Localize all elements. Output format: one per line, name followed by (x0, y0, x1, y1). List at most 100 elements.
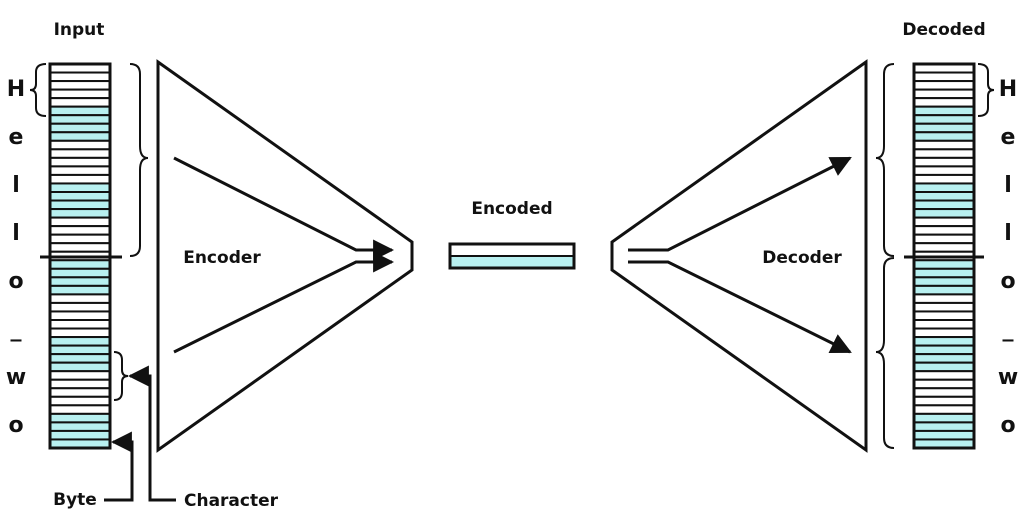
byte-cell (49, 191, 111, 202)
byte-cell (913, 412, 975, 424)
byte-cell (913, 122, 975, 134)
byte-cell (49, 225, 111, 236)
byte-cell (49, 259, 111, 270)
byte-cell (49, 122, 111, 134)
decoded-h-brace (977, 63, 995, 117)
byte-cell (49, 301, 111, 313)
byte-cell (913, 156, 975, 168)
byte-cell (913, 327, 975, 339)
byte-cell (913, 165, 975, 176)
byte-cell (913, 353, 975, 364)
character-letter: H (7, 77, 25, 102)
byte-cell (913, 131, 975, 142)
byte-cell (49, 353, 111, 364)
byte-cell (913, 387, 975, 398)
byte-cell (49, 88, 111, 100)
byte-cell (49, 233, 111, 245)
decoder-trapezoid (610, 59, 868, 453)
byte-cell (49, 182, 111, 193)
byte-cell (49, 242, 111, 253)
byte-cell (49, 114, 111, 125)
byte-cell (913, 71, 975, 83)
input-half-brace (129, 63, 149, 257)
byte-cell (913, 199, 975, 211)
decoded-lower-brace (875, 257, 895, 449)
character-letter: e (9, 125, 24, 150)
byte-cell (49, 344, 111, 356)
byte-cell (913, 182, 975, 193)
byte-cell (913, 267, 975, 279)
byte-label: Byte (53, 490, 97, 510)
encoder-arrow-upper (173, 156, 395, 261)
character-letter: l (12, 173, 20, 198)
character-letter: _ (1003, 317, 1014, 342)
byte-cell (913, 421, 975, 432)
encoded-label: Encoded (471, 199, 552, 219)
byte-cell (913, 114, 975, 125)
byte-cell (49, 199, 111, 211)
byte-cell (913, 293, 975, 304)
byte-cell (913, 319, 975, 330)
byte-cell (913, 105, 975, 117)
byte-cell (49, 387, 111, 398)
byte-cell (913, 344, 975, 356)
input-label: Input (54, 20, 105, 40)
byte-cell (913, 233, 975, 245)
byte-cell (913, 191, 975, 202)
byte-cell (49, 327, 111, 339)
encoder-arrow-lower (173, 251, 395, 354)
character-letter: o (1000, 413, 1015, 438)
byte-cell (49, 310, 111, 322)
byte-cell (913, 370, 975, 381)
byte-cell (913, 276, 975, 287)
byte-cell (49, 395, 111, 407)
byte-cell (49, 80, 111, 91)
character-letter: o (1000, 269, 1015, 294)
character-letter: o (8, 269, 23, 294)
byte-cell (913, 242, 975, 253)
character-letter: w (998, 365, 1018, 390)
byte-pointer-arrow (104, 431, 134, 502)
input-byte-column (48, 62, 112, 450)
input-h-brace (29, 63, 47, 117)
byte-cell (913, 208, 975, 219)
byte-cell (49, 361, 111, 373)
byte-cell (913, 225, 975, 236)
byte-cell (913, 284, 975, 296)
decoded-byte-column (912, 62, 976, 450)
byte-cell (913, 97, 975, 108)
character-letter: l (1004, 173, 1012, 198)
decoded-upper-brace (875, 63, 895, 257)
byte-cell (913, 310, 975, 322)
byte-cell (913, 216, 975, 228)
byte-cell (913, 404, 975, 415)
byte-cell (49, 216, 111, 228)
byte-cell (49, 165, 111, 176)
character-letter: _ (11, 317, 22, 342)
byte-cell (913, 173, 975, 185)
byte-cell (49, 71, 111, 83)
byte-cell (913, 429, 975, 441)
byte-cell (49, 208, 111, 219)
character-letter: l (1004, 221, 1012, 246)
byte-cell (49, 284, 111, 296)
character-letter: w (6, 365, 26, 390)
byte-cell (49, 319, 111, 330)
byte-cell (49, 404, 111, 415)
character-pointer-arrow (127, 365, 176, 502)
byte-cell (49, 429, 111, 441)
encoded-vector-cell (451, 256, 573, 267)
character-letter: l (12, 221, 20, 246)
byte-cell (49, 276, 111, 287)
byte-cell (49, 370, 111, 381)
character-letter: H (999, 77, 1017, 102)
byte-cell (49, 336, 111, 347)
byte-cell (49, 412, 111, 424)
byte-cell (49, 421, 111, 432)
decoder-arrow-upper (628, 156, 852, 252)
byte-cell (49, 173, 111, 185)
byte-cell (49, 293, 111, 304)
